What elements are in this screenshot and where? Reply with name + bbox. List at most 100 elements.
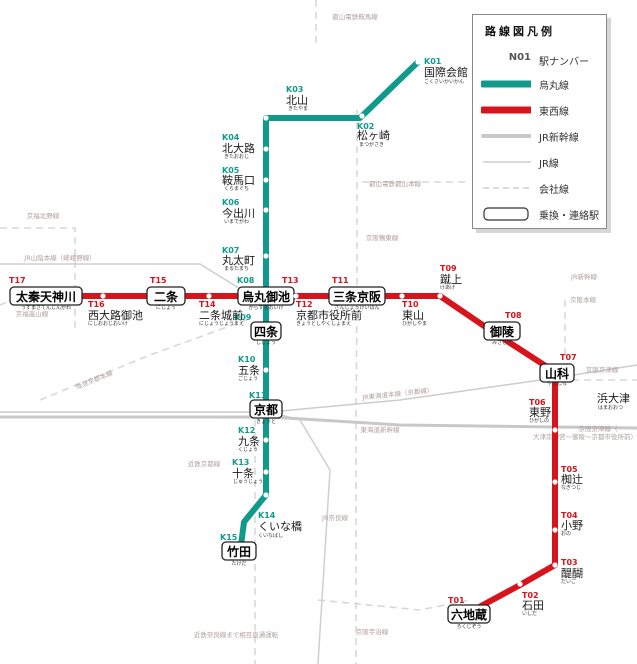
station-t15-code: T15 <box>150 276 167 285</box>
station-t04-code: T04 <box>561 511 578 520</box>
station-k02-dot[interactable] <box>359 113 365 119</box>
station-k12-kana: くじょう <box>238 447 258 453</box>
station-t16-code: T16 <box>88 300 105 309</box>
station-k03-kana: きたやま <box>288 105 308 112</box>
station-k09-code: K09 <box>234 313 252 322</box>
legend-row-transfer: 乗換・連絡駅 <box>479 205 603 223</box>
station-k05-name: 鞍馬口 <box>222 173 255 187</box>
legend-jr-shinkansen-label: JR新幹線 <box>539 133 579 144</box>
station-k12-code: K12 <box>238 426 255 435</box>
station-t02-kana: いしだ <box>522 611 537 617</box>
station-k03-dot[interactable] <box>263 115 269 121</box>
station-t02-dot[interactable] <box>517 581 523 587</box>
station-k06-name: 今出川 <box>222 206 255 220</box>
station-k04-dot[interactable] <box>263 146 269 152</box>
rail-label: 近鉄奈良線まで相互直通運転 <box>194 630 279 639</box>
rail-label: JR奈良線 <box>321 513 348 522</box>
jr-tokaido-line <box>0 364 637 413</box>
station-k09-transfer-box[interactable] <box>250 321 282 341</box>
station-k07-dot[interactable] <box>263 253 269 259</box>
station-t15-transfer-box[interactable] <box>146 286 186 306</box>
rail-label: 京阪本線 <box>570 295 597 304</box>
station-t05-code: T05 <box>561 465 578 474</box>
station-t07-name: 山科 <box>545 366 569 381</box>
legend-title: 路線図凡例 <box>485 25 555 38</box>
station-k09-kana: しじょう <box>256 340 276 346</box>
station-k14-name: くいな橋 <box>258 519 302 533</box>
station-t10-kana: ひがしやま <box>402 320 427 327</box>
station-k08-kana: からすまおいけ <box>249 304 284 311</box>
station-k15-transfer-box[interactable] <box>221 541 257 561</box>
stations: K01国際会館こくさいかいかんK02松ヶ崎まつがさきK03北山きたやまK04北大… <box>9 57 630 630</box>
station-k10-dot[interactable] <box>263 367 269 373</box>
station-t09-dot[interactable] <box>437 293 443 299</box>
station-t06-dot[interactable] <box>552 427 558 433</box>
station-t08-transfer-box[interactable] <box>483 321 521 341</box>
station-t07-transfer-box[interactable] <box>539 363 575 383</box>
station-k15-name: 竹田 <box>226 544 251 559</box>
station-k13-dot[interactable] <box>263 469 269 475</box>
station-t16-dot[interactable] <box>100 293 106 299</box>
station-t01-transfer-box[interactable] <box>447 604 491 624</box>
station-k02-code: K02 <box>357 122 374 131</box>
station-t14-dot[interactable] <box>206 293 212 299</box>
station-k14-dot[interactable] <box>263 492 269 498</box>
station-t17-transfer-box[interactable] <box>9 286 83 306</box>
station-t17-kana: うずまさてんじんがわ <box>21 304 71 311</box>
legend-station-number-label: 駅ナンバー <box>539 57 589 68</box>
station-t12-name: 京都市役所前 <box>296 308 362 322</box>
station-t05-dot[interactable] <box>552 479 558 485</box>
station-k13-code: K13 <box>232 458 249 467</box>
station-k14-kana: くいなばし <box>258 532 283 539</box>
legend-private-label: 会社線 <box>539 185 569 196</box>
station-t13-code: T13 <box>282 276 299 285</box>
station-k11-name: 京都 <box>254 402 278 417</box>
rail-label: JR新幹線 <box>570 272 597 281</box>
station-k06-kana: いまでがわ <box>224 218 249 225</box>
station-t07-kana: やましな <box>547 380 567 387</box>
station-t05-name: 椥辻 <box>561 472 583 486</box>
station-k11-transfer-box[interactable] <box>249 399 283 419</box>
legend-karasuma-label: 烏丸線 <box>539 81 569 92</box>
station-t16-kana: にしおおじおいけ <box>88 320 128 327</box>
legend-row-jr-shinkansen: JR新幹線 <box>479 127 603 145</box>
station-k12-dot[interactable] <box>263 437 269 443</box>
legend-tozai-label: 東西線 <box>539 107 569 118</box>
station-k11-kana: きょうと <box>256 418 276 425</box>
station-k11-code: K11 <box>249 391 267 400</box>
station-t11-transfer-box[interactable] <box>328 286 386 306</box>
legend-box: 路線図凡例 N01 駅ナンバー 烏丸線 東西線 JR新幹線 JR線 会社線 乗換… <box>472 14 607 229</box>
station-k09-name: 四条 <box>254 324 279 339</box>
station-t06-code: T06 <box>529 398 546 407</box>
station-t05-kana: なぎつじ <box>561 484 581 491</box>
station-t10-dot[interactable] <box>399 293 405 299</box>
keihan-main-line <box>355 110 358 664</box>
station-t16-name: 西大路御池 <box>88 308 143 322</box>
rail-label: 叡山電鉄鞍馬線 <box>332 12 378 21</box>
legend-row-karasuma: 烏丸線 <box>479 75 603 93</box>
station-k06-dot[interactable] <box>263 207 269 213</box>
rail-label: 京阪鴨東線 <box>366 233 399 242</box>
station-k01-dot[interactable] <box>415 59 421 65</box>
station-t12-dot[interactable] <box>293 293 299 299</box>
station-k10-code: K10 <box>238 355 256 364</box>
station-k01-kana: こくさいかいかん <box>424 78 464 85</box>
station-k05-dot[interactable] <box>263 177 269 183</box>
rail-label: 京阪京津線（大津京神宮～御陵～京都市役所前）直通運転 <box>533 424 637 441</box>
keifuku-kitano-line <box>0 227 76 330</box>
station-t04-kana: おの <box>561 530 571 537</box>
station-t03-name: 醍醐 <box>561 567 583 580</box>
legend-station-number-sample: N01 <box>508 52 531 63</box>
station-k07-name: 丸太町 <box>222 254 255 267</box>
karasuma-line <box>237 59 421 554</box>
keihan-uji-line <box>317 599 471 611</box>
legend-row-jr: JR線 <box>479 153 603 171</box>
station-k12-name: 九条 <box>238 434 260 448</box>
station-t03-dot[interactable] <box>552 562 558 568</box>
legend-row-tozai: 東西線 <box>479 101 603 119</box>
karasuma-line-swatch <box>481 80 531 88</box>
station-k05-code: K05 <box>222 166 240 175</box>
tozai-line-swatch <box>481 106 531 114</box>
station-t17-name: 太秦天神川 <box>16 289 76 304</box>
station-t04-dot[interactable] <box>552 527 558 533</box>
